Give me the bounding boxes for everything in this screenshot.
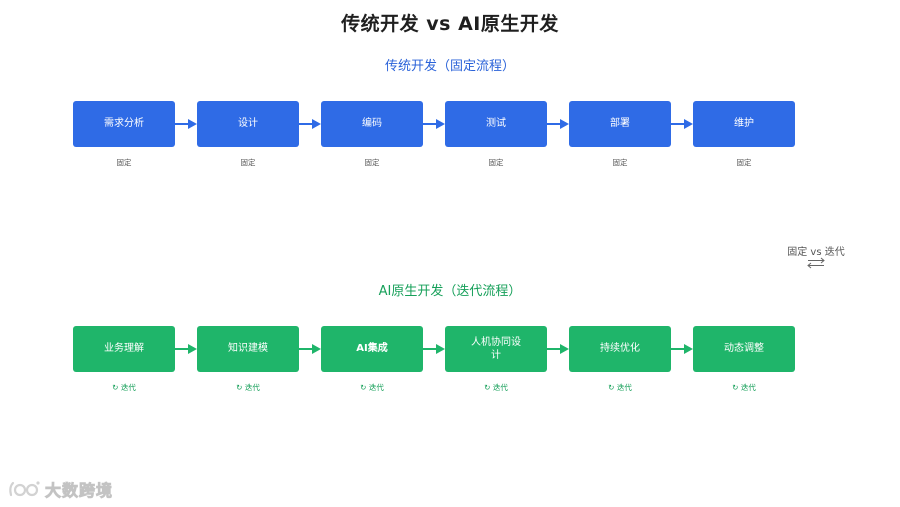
step-label: 需求分析 [104, 118, 144, 130]
ai-step-box: 持续优化 [569, 326, 671, 372]
step-label: 业务理解 [104, 343, 144, 355]
comparison-label: 固定 vs 迭代 [787, 247, 845, 258]
traditional-step-box: 维护 [693, 101, 795, 147]
ai-step-box: AI集成 [321, 326, 423, 372]
traditional-step-box: 需求分析 [73, 101, 175, 147]
traditional-step-box: 设计 [197, 101, 299, 147]
right-arrow-icon [299, 344, 321, 354]
fixed-tag: 固定 [488, 158, 504, 167]
iterate-tag: ↻ 迭代 [732, 383, 756, 392]
fixed-tag: 固定 [612, 158, 628, 167]
step-label: 设计 [238, 118, 258, 130]
ai-native-tags: ↻ 迭代 ↻ 迭代 ↻ 迭代 ↻ 迭代 ↻ 迭代 ↻ 迭代 [73, 382, 795, 396]
iterate-tag: ↻ 迭代 [112, 383, 136, 392]
right-arrow-icon [175, 119, 197, 129]
right-arrow-icon [547, 344, 569, 354]
step-label: 知识建模 [228, 343, 268, 355]
right-arrow-icon [299, 119, 321, 129]
step-label: 动态调整 [724, 343, 764, 355]
ai-native-flow: 业务理解 知识建模 AI集成 人机协同设计 持续优化 动态调整 [73, 326, 795, 372]
step-label: 部署 [610, 118, 630, 130]
fixed-tag: 固定 [736, 158, 752, 167]
step-label: AI集成 [356, 343, 388, 355]
right-arrow-icon [175, 344, 197, 354]
right-arrow-icon [423, 344, 445, 354]
fixed-tag: 固定 [240, 158, 256, 167]
step-label: 维护 [734, 118, 754, 130]
ai-step-box: 人机协同设计 [445, 326, 547, 372]
ai-native-section-title: AI原生开发（迭代流程） [378, 284, 522, 299]
brand-logo-icon [9, 481, 40, 497]
iterate-tag: ↻ 迭代 [236, 383, 260, 392]
traditional-step-box: 编码 [321, 101, 423, 147]
fixed-tag: 固定 [116, 158, 132, 167]
iterate-tag: ↻ 迭代 [608, 383, 632, 392]
right-arrow-icon [671, 344, 693, 354]
traditional-step-box: 测试 [445, 101, 547, 147]
right-arrow-icon [423, 119, 445, 129]
step-label: 持续优化 [600, 343, 640, 355]
swap-arrows-icon [807, 257, 825, 269]
traditional-step-box: 部署 [569, 101, 671, 147]
iterate-tag: ↻ 迭代 [360, 383, 384, 392]
fixed-tag: 固定 [364, 158, 380, 167]
step-label: 人机协同设计 [471, 336, 521, 362]
watermark-text: 大数跨境 [45, 481, 114, 501]
traditional-tags: 固定 固定 固定 固定 固定 固定 [73, 157, 795, 171]
traditional-section-title: 传统开发（固定流程） [384, 59, 515, 74]
step-label: 编码 [362, 118, 382, 130]
traditional-flow: 需求分析 设计 编码 测试 部署 维护 [73, 101, 795, 147]
watermark: 大数跨境 [7, 478, 113, 500]
iterate-tag: ↻ 迭代 [484, 383, 508, 392]
ai-step-box: 业务理解 [73, 326, 175, 372]
right-arrow-icon [547, 119, 569, 129]
ai-step-box: 动态调整 [693, 326, 795, 372]
step-label: 测试 [486, 118, 506, 130]
ai-step-box: 知识建模 [197, 326, 299, 372]
right-arrow-icon [671, 119, 693, 129]
page-title: 传统开发 vs AI原生开发 [341, 13, 559, 35]
